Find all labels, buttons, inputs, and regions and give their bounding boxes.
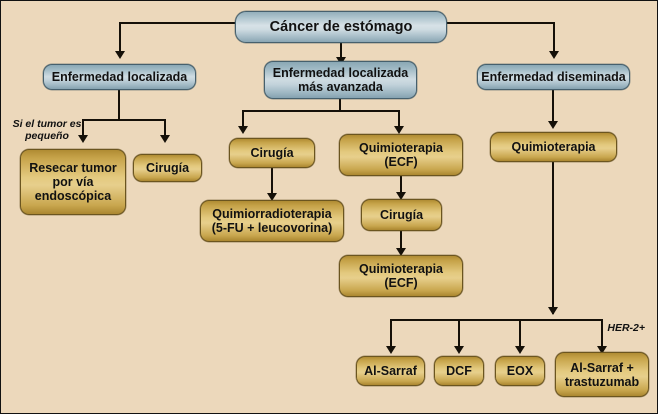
node-surgery-mid[interactable]: Cirugía <box>229 138 315 168</box>
node-branch-disseminated-label: Enfermedad diseminada <box>481 70 626 84</box>
node-branch-disseminated[interactable]: Enfermedad diseminada <box>477 64 630 90</box>
node-root-stomach-cancer[interactable]: Cáncer de estómago <box>235 11 447 43</box>
connector-to-eox <box>519 319 521 349</box>
connector-to-alsarraf <box>390 319 392 349</box>
node-chemo-ecf-postop-line1: Quimioterapia <box>358 262 444 276</box>
arrow-to-chemo-ecf-postop <box>396 248 406 256</box>
node-regimen-dcf-label: DCF <box>446 364 472 378</box>
connector-surgery-mid-to-chemoradio <box>271 168 273 195</box>
node-branch-locally-advanced-line2: más avanzada <box>298 80 383 94</box>
node-surgery-mid-label: Cirugía <box>250 146 294 160</box>
connector-locally-advanced-right-leg <box>398 110 400 128</box>
arrow-to-surgery-left <box>160 135 170 143</box>
node-regimen-eox[interactable]: EOX <box>495 356 545 386</box>
arrow-to-chemo-right <box>548 121 558 129</box>
connector-locally-advanced-left-leg <box>242 110 244 128</box>
connector-surgery-to-ecf-post <box>400 231 402 251</box>
arrow-to-chemo-ecf-pre <box>394 126 404 134</box>
node-chemo-ecf-preop[interactable]: Quimioterapia (ECF) <box>339 134 463 176</box>
node-endoscopic-resection-line1: Resecar tumor <box>29 161 117 175</box>
connector-locally-advanced-split-bar <box>242 110 400 112</box>
node-chemoradiotherapy[interactable]: Quimiorradioterapia (5-FU + leucovorina) <box>200 200 344 242</box>
node-regimen-alsarraf[interactable]: Al-Sarraf <box>356 356 425 386</box>
arrow-to-dcf <box>454 346 464 354</box>
node-endoscopic-resection[interactable]: Resecar tumor por vía endoscópica <box>20 149 126 215</box>
node-surgery-ecf-label: Cirugía <box>379 208 424 222</box>
annotation-small-tumor-line2: es pequeño <box>25 118 82 143</box>
node-chemotherapy-right[interactable]: Quimioterapia <box>490 132 617 162</box>
connector-regimen-distributor-bar <box>390 319 603 321</box>
arrow-to-chemoradio <box>267 193 277 201</box>
connector-localized-stem <box>118 90 120 120</box>
connector-to-locally-advanced <box>340 43 342 59</box>
connector-locally-advanced-stem <box>339 99 341 111</box>
connector-ecf-pre-to-surgery <box>400 176 402 195</box>
node-root-label: Cáncer de estómago <box>269 18 413 35</box>
node-chemotherapy-right-label: Quimioterapia <box>511 140 596 154</box>
node-branch-localized[interactable]: Enfermedad localizada <box>43 64 196 90</box>
annotation-small-tumor-line1: Si el tumor <box>12 118 67 130</box>
node-endoscopic-resection-line3: endoscópica <box>34 189 112 203</box>
arrow-to-eox <box>515 346 525 354</box>
node-surgery-left[interactable]: Cirugía <box>133 154 202 182</box>
connector-localized-split-bar <box>82 119 166 121</box>
arrow-to-endoscopic-resection <box>78 135 88 143</box>
node-chemo-ecf-preop-line2: (ECF) <box>384 155 418 169</box>
connector-chemo-right-to-regimens <box>552 162 554 314</box>
node-surgery-ecf[interactable]: Cirugía <box>361 199 442 231</box>
arrow-to-localized <box>115 51 125 59</box>
node-branch-locally-advanced[interactable]: Enfermedad localizada más avanzada <box>264 61 417 99</box>
arrow-to-alsarraf <box>386 346 396 354</box>
arrow-to-disseminated <box>549 51 559 59</box>
arrow-to-surgery-ecf <box>396 192 406 200</box>
node-regimen-eox-label: EOX <box>506 364 534 378</box>
connector-to-alsarraf-trastuzumab <box>601 319 603 349</box>
connector-localized-left-leg <box>82 119 84 137</box>
node-regimen-dcf[interactable]: DCF <box>434 356 484 386</box>
annotation-small-tumor: Si el tumor es pequeño <box>9 118 85 142</box>
node-regimen-alsarraf-trastuzumab-line1: Al-Sarraf + <box>570 360 634 375</box>
arrow-to-alsarraf-trastuzumab <box>597 346 607 354</box>
node-surgery-left-label: Cirugía <box>145 161 190 175</box>
node-branch-locally-advanced-line1: Enfermedad localizada <box>272 66 409 80</box>
annotation-her2-positive: HER-2+ <box>561 322 645 334</box>
node-chemoradiotherapy-line2: (5-FU + leucovorina) <box>211 221 333 235</box>
node-regimen-alsarraf-trastuzumab[interactable]: Al-Sarraf + trastuzumab <box>555 352 649 397</box>
node-branch-localized-label: Enfermedad localizada <box>51 70 188 84</box>
arrow-to-surgery-mid <box>238 126 248 134</box>
node-chemo-ecf-postop-line2: (ECF) <box>384 276 418 290</box>
node-chemo-ecf-preop-line1: Quimioterapia <box>358 141 444 155</box>
node-regimen-alsarraf-label: Al-Sarraf <box>364 364 417 378</box>
connector-to-disseminated <box>553 22 555 52</box>
node-chemo-ecf-postop[interactable]: Quimioterapia (ECF) <box>339 255 463 297</box>
node-regimen-alsarraf-trastuzumab-line2: trastuzumab <box>564 374 640 389</box>
node-chemoradiotherapy-line1: Quimiorradioterapia <box>212 207 332 221</box>
connector-disseminated-stem <box>552 90 554 123</box>
arrow-to-regimen-distributor <box>548 307 558 315</box>
connector-localized-right-leg <box>164 119 166 137</box>
connector-to-localized <box>119 22 121 52</box>
node-endoscopic-resection-line2: por vía <box>52 175 94 189</box>
annotation-her2-label: HER-2+ <box>607 322 645 334</box>
connector-to-dcf <box>458 319 460 349</box>
